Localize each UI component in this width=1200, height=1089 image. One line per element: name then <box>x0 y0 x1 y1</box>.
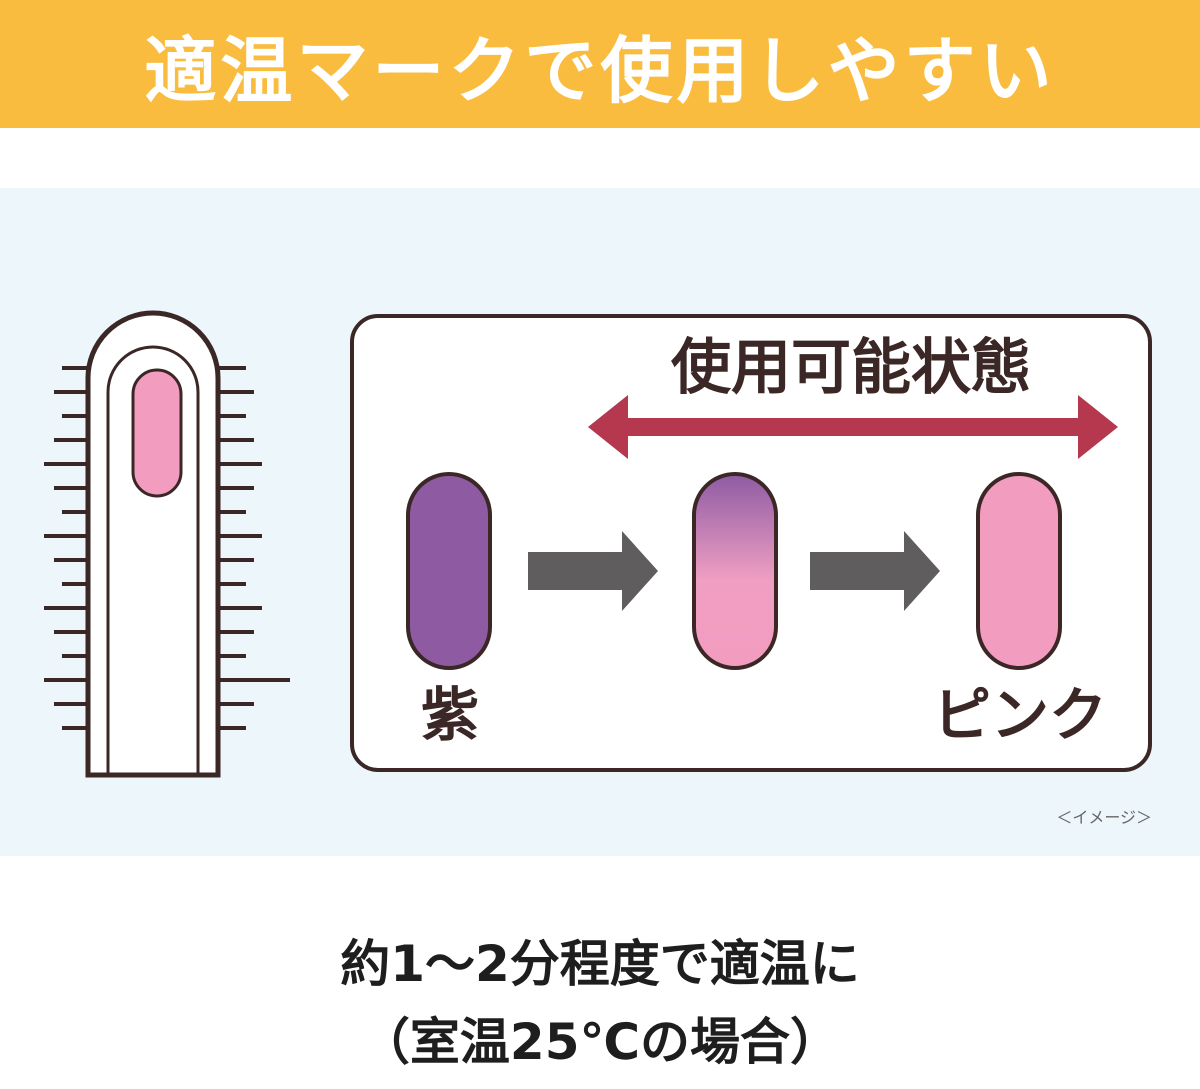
device-indicator-pink <box>131 368 183 498</box>
device-inner-outline <box>106 345 200 775</box>
title-banner: 適温マークで使用しやすい <box>0 0 1200 128</box>
caption-line-2: （室温25℃の場合） <box>359 1013 841 1071</box>
caption: 約1～2分程度で適温に （室温25℃の場合） <box>0 925 1200 1081</box>
transition-arrow-1 <box>528 531 658 611</box>
indicator-pink <box>976 472 1062 670</box>
right-scale-ticks <box>216 366 290 730</box>
image-note: ＜イメージ＞ <box>1056 808 1152 827</box>
purple-label: 紫 <box>421 681 479 749</box>
temperature-indicator-diagram: 使用可能状態 紫 ピンク <box>44 310 1152 778</box>
device-illustration <box>44 310 290 778</box>
indicator-purple <box>406 472 492 670</box>
usable-range-double-arrow <box>588 395 1118 459</box>
left-scale-ticks <box>44 366 90 730</box>
transition-arrow-2 <box>810 531 940 611</box>
pink-label: ピンク <box>933 681 1107 749</box>
device-body <box>85 310 221 778</box>
indicator-transition <box>692 472 778 670</box>
caption-line-1: 約1～2分程度で適温に <box>340 935 860 993</box>
usable-state-label: 使用可能状態 <box>671 333 1031 403</box>
banner-title: 適温マークで使用しやすい <box>144 28 1056 113</box>
